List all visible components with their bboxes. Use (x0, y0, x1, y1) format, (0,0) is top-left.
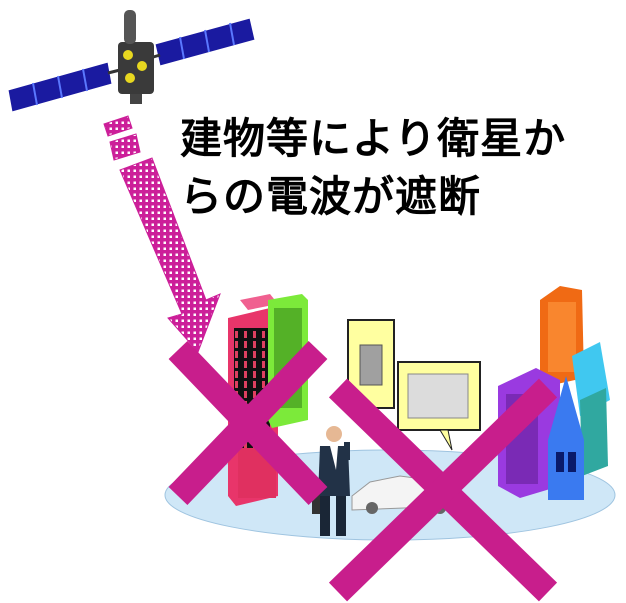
caption-line-2: らの電波が遮断 (180, 172, 482, 221)
caption: 建物等により衛星か らの電波が遮断 (180, 110, 620, 226)
businessman-phone-icon (312, 426, 350, 536)
cross-mark-icon-left (168, 341, 328, 505)
caption-line-1: 建物等により衛星か (180, 114, 567, 163)
right-city-buildings (498, 286, 610, 500)
signal-arrow-icon (103, 115, 221, 353)
billboard-right (397, 361, 481, 451)
cross-mark-icon-right (328, 378, 558, 602)
satellite-icon (7, 10, 256, 113)
